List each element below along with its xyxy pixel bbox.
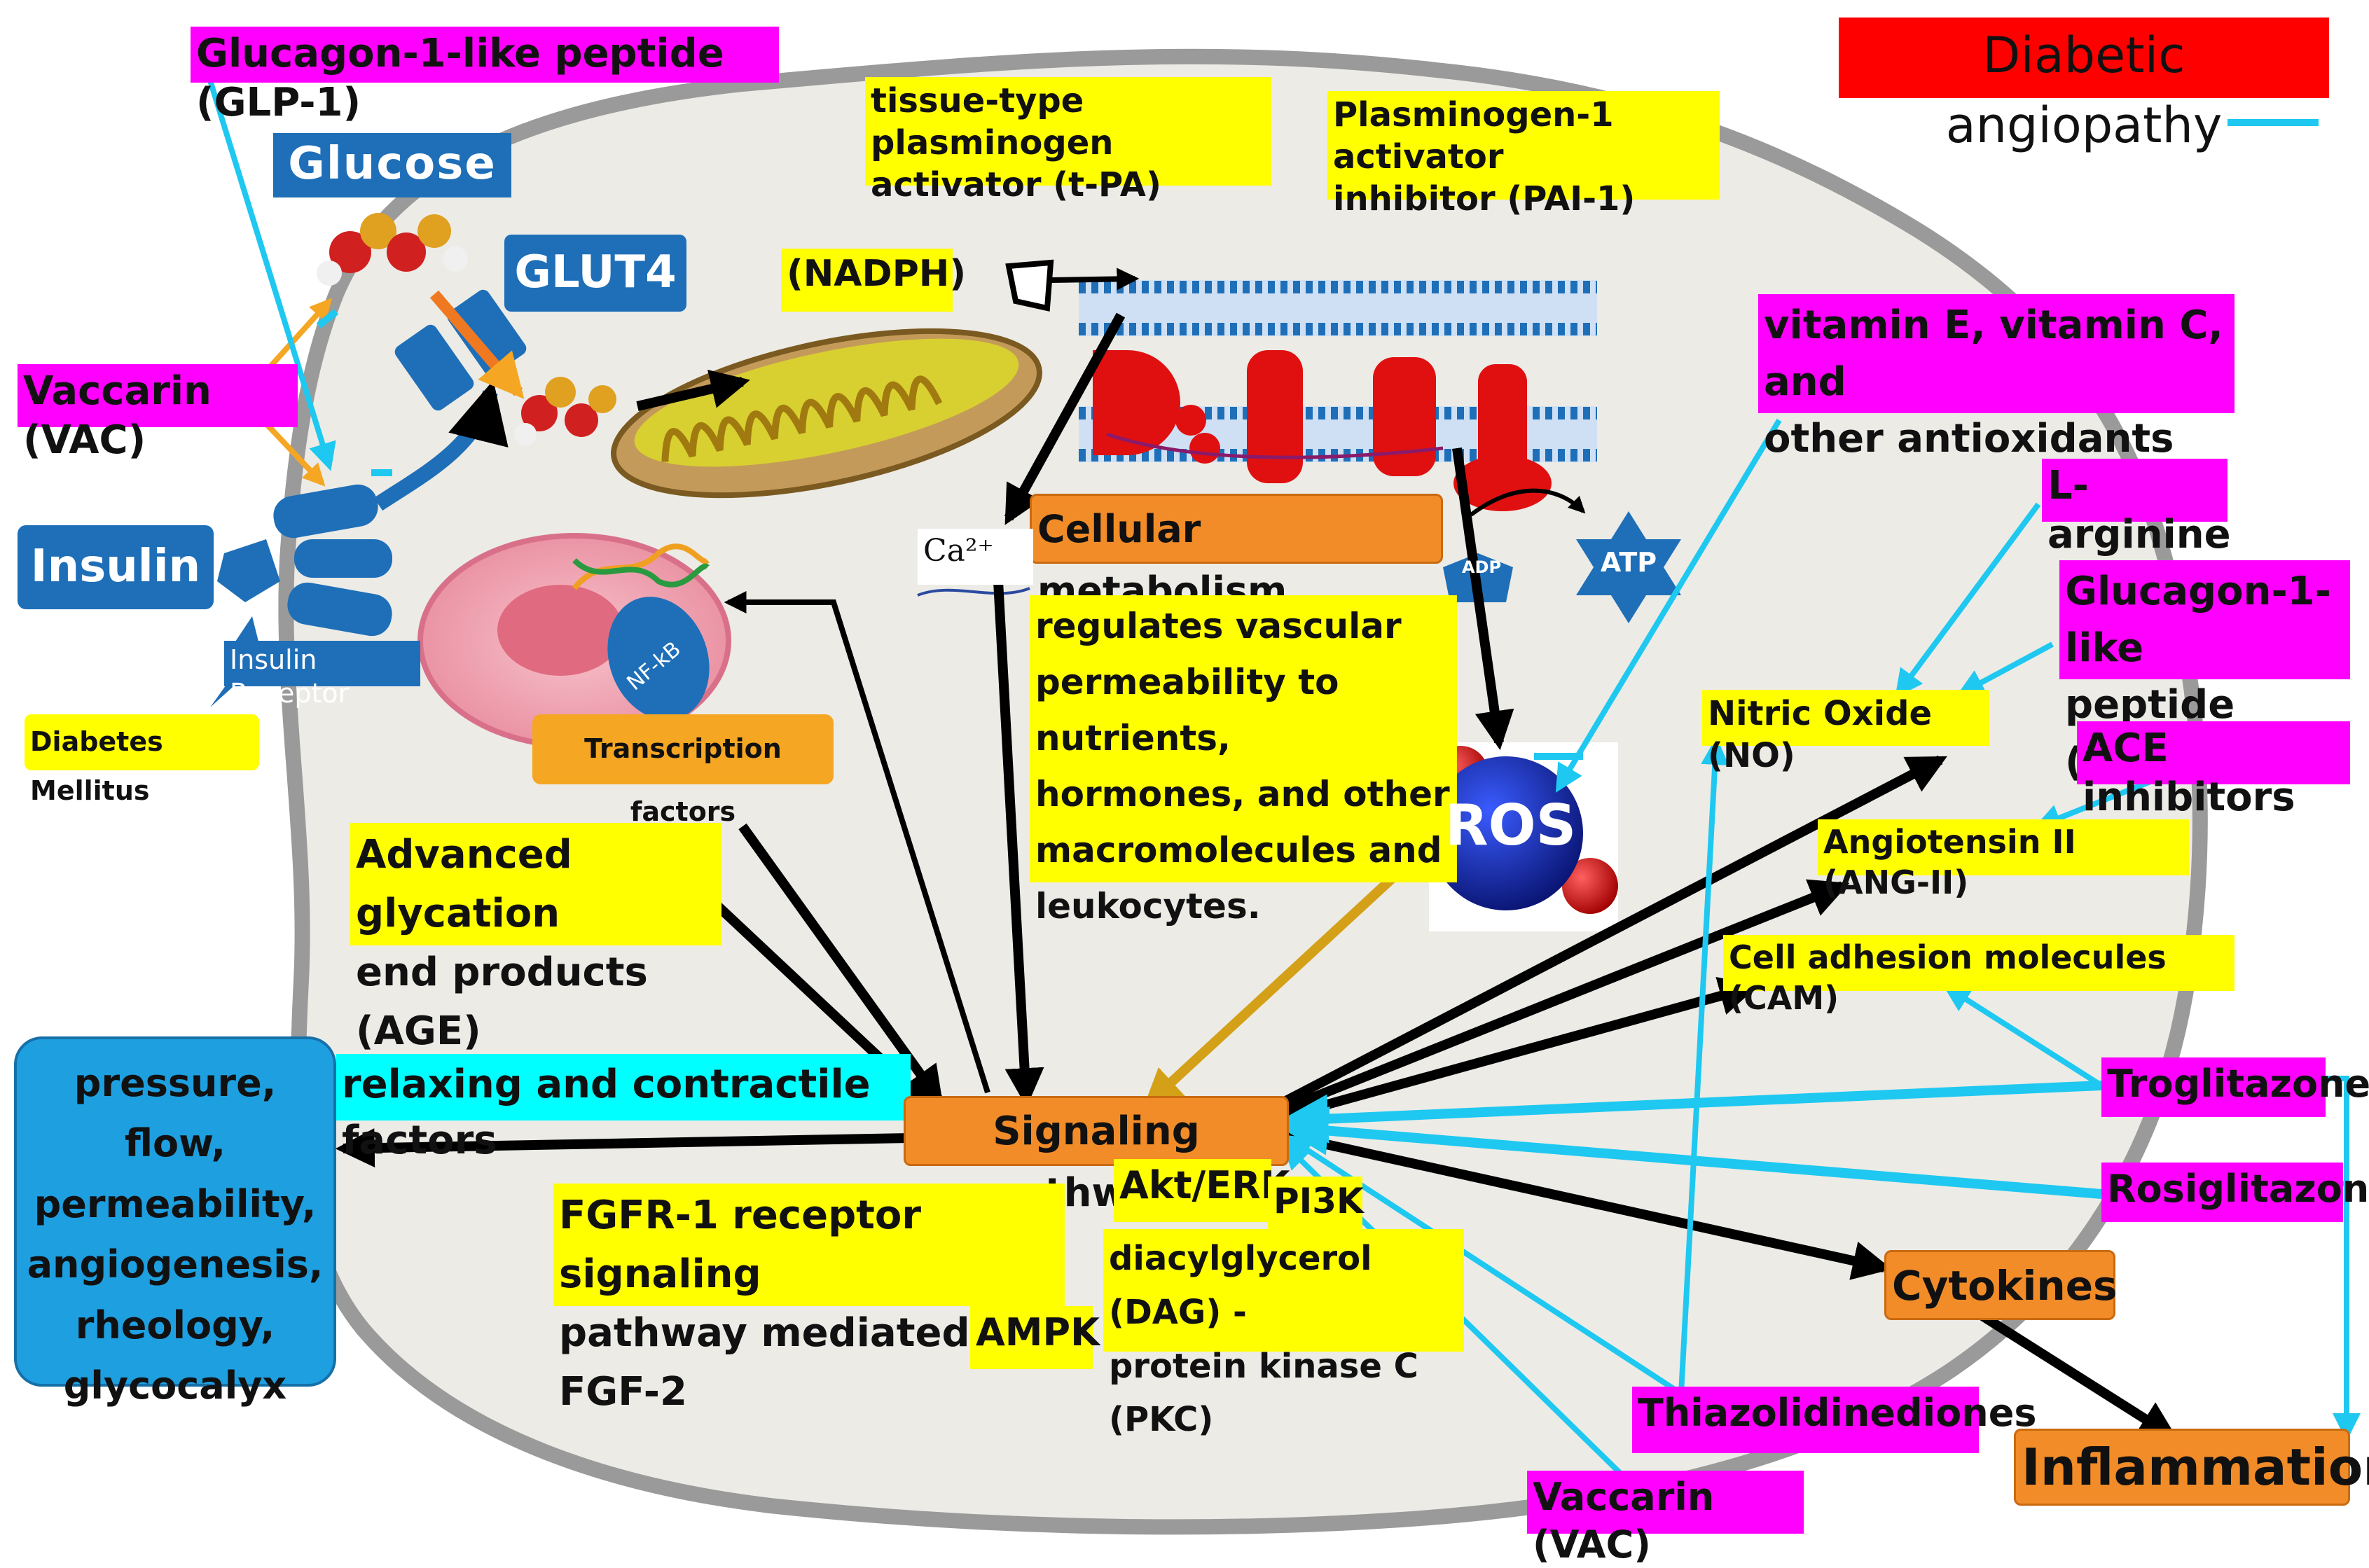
transcription-factors-label: Transcription factors — [532, 714, 834, 827]
glp1-top-label: Glucagon-1-like peptide (GLP-1) — [191, 27, 779, 125]
ace-inhibitors-label: ACE inhibitors — [2077, 721, 2350, 820]
tpa-label: tissue-type plasminogen activator (t-PA) — [865, 77, 1271, 204]
glucose-molecule-icon — [317, 213, 468, 286]
fgfr1-label: FGFR-1 receptor signaling pathway mediat… — [553, 1184, 1065, 1415]
glut4-label: GLUT4 — [504, 235, 686, 312]
insulin-receptor-icon — [217, 380, 509, 637]
ros-label: ROS — [1445, 793, 1577, 858]
vaccarin-bottom-label: Vaccarin (VAC) — [1527, 1471, 1804, 1567]
pressure-outcomes-box: pressure, flow, permeability, angiogenes… — [14, 1036, 336, 1408]
cellular-metabolism-label: Cellular metabolism — [1030, 494, 1443, 613]
signaling-pathways-label: Signaling pathways — [904, 1096, 1289, 1216]
insulin-label: Insulin — [18, 525, 214, 609]
ros-to-signaling-arrow — [1142, 847, 1425, 1109]
glucose-molecule-inside-icon — [514, 377, 616, 445]
ampk-label: AMPK — [970, 1306, 1100, 1369]
akt-erk-label: Akt/ERK — [1114, 1159, 1290, 1222]
orange-arrows — [264, 290, 525, 487]
cytokines-label: Cytokines — [1884, 1250, 2118, 1320]
thiazolidinediones-label: Thiazolidinediones — [1632, 1387, 2036, 1453]
age-label: Advanced glycation end products (AGE) — [350, 823, 721, 1054]
regulates-permeability-label: regulates vascular permeability to nutri… — [1030, 595, 1457, 927]
nitric-oxide-label: Nitric Oxide (NO) — [1702, 690, 1989, 775]
nadph-oxidase-icon — [1005, 259, 1054, 312]
pi3k-label: PI3K — [1268, 1177, 1364, 1229]
angiotensin-label: Angiotensin II (ANG-II) — [1818, 819, 2189, 901]
atp-label: ATP — [1600, 547, 1657, 578]
inflammation-label: Inflammation — [2014, 1429, 2369, 1506]
relaxing-factors-label: relaxing and contractile factors — [336, 1054, 911, 1163]
l-arginine-label: L-arginine — [2042, 459, 2231, 557]
dag-pkc-label: diacylglycerol (DAG) - protein kinase C … — [1103, 1229, 1464, 1439]
electron-transport-complexes — [1093, 350, 1552, 511]
calcium-wave-icon — [917, 587, 1030, 597]
atp-star-icon — [1576, 511, 1681, 623]
adp-label: ADP — [1461, 557, 1502, 577]
insulin-receptor-label: Insulin Receptor — [224, 641, 420, 709]
antioxidants-label: vitamin E, vitamin C, and other antioxid… — [1758, 294, 2235, 462]
diagram-title: Diabetic angiopathy — [1839, 18, 2329, 154]
glucose-label: Glucose — [273, 133, 511, 197]
glp1-right-label: Glucagon-1-like peptide (GLP-1) — [2059, 560, 2350, 785]
troglitazone-label: Troglitazone — [2101, 1057, 2369, 1117]
rosiglitazone-label: Rosiglitazone — [2101, 1163, 2369, 1222]
vaccarin-left-label: Vaccarin (VAC) — [18, 364, 298, 463]
pai1-label: Plasminogen-1 activator inhibitor (PAI-1… — [1327, 91, 1720, 218]
calcium-label: Ca²⁺ — [918, 529, 1033, 585]
nadph-label: (NADPH) — [781, 249, 966, 312]
nucleus-icon — [417, 533, 731, 749]
cam-label: Cell adhesion molecules (CAM) — [1723, 935, 2235, 1017]
diabetes-mellitus-label: Diabetes Mellitus — [25, 714, 259, 806]
